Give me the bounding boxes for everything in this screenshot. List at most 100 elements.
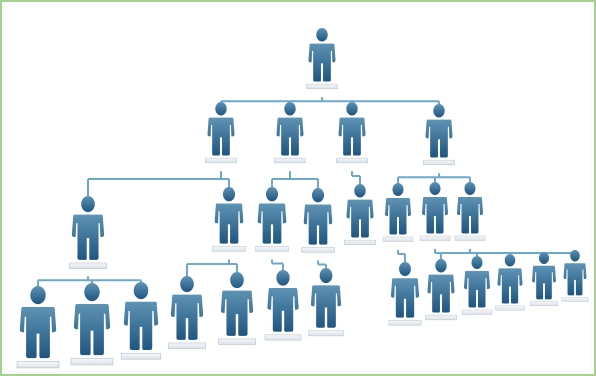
person-body	[338, 117, 366, 156]
person-icon	[70, 283, 114, 366]
person-body	[267, 288, 299, 332]
person-head	[435, 259, 447, 273]
person-icon	[382, 183, 414, 242]
person-body	[427, 274, 455, 313]
person-icon	[425, 259, 457, 321]
person-body	[497, 268, 523, 304]
nameplate	[70, 358, 114, 366]
person-body	[385, 198, 411, 235]
person-head	[354, 184, 366, 198]
person-head	[30, 286, 46, 305]
nameplate	[336, 157, 368, 164]
person-body	[214, 203, 244, 244]
person-body	[346, 199, 374, 238]
person-icon	[529, 252, 559, 307]
person-head	[504, 254, 516, 267]
nameplate	[419, 235, 451, 241]
nameplate	[425, 314, 457, 321]
nameplate	[388, 320, 422, 326]
person-icon	[561, 250, 589, 302]
nameplate	[461, 309, 493, 315]
nameplate	[454, 235, 486, 241]
person-icon	[461, 256, 493, 315]
person-head	[180, 276, 194, 293]
person-body	[310, 285, 342, 328]
person-icon	[264, 270, 302, 341]
nameplate	[218, 338, 256, 345]
person-body	[464, 271, 490, 308]
nameplate	[495, 305, 525, 311]
person-icon	[495, 254, 525, 311]
nameplate	[264, 334, 302, 341]
people-figures	[16, 28, 589, 369]
person-head	[429, 182, 441, 195]
person-icon	[274, 102, 306, 164]
nameplate	[212, 246, 246, 252]
person-icon	[423, 104, 455, 166]
person-icon	[16, 286, 60, 369]
person-body	[123, 301, 159, 350]
nameplate	[205, 157, 237, 164]
person-body	[422, 197, 448, 234]
person-body	[170, 294, 204, 340]
person-icon	[306, 28, 338, 90]
person-head	[319, 268, 333, 284]
person-body	[207, 117, 235, 156]
person-icon	[336, 102, 368, 164]
person-head	[265, 187, 279, 202]
nameplate	[16, 361, 60, 369]
person-icon	[301, 188, 335, 253]
person-head	[316, 28, 328, 42]
person-body	[532, 265, 556, 300]
person-head	[284, 102, 296, 116]
person-body	[303, 204, 333, 245]
nameplate	[529, 301, 559, 307]
nameplate	[382, 236, 414, 242]
person-head	[84, 283, 100, 302]
nameplate	[255, 246, 289, 252]
person-head	[464, 182, 476, 195]
nameplate	[308, 330, 344, 337]
person-body	[390, 278, 420, 318]
nameplate	[168, 342, 206, 349]
person-body	[308, 43, 336, 82]
nameplate	[274, 157, 306, 164]
person-icon	[168, 276, 206, 349]
nameplate	[561, 297, 589, 302]
nameplate	[344, 239, 376, 246]
person-body	[73, 304, 111, 356]
nameplate	[301, 247, 335, 253]
person-body	[457, 197, 483, 234]
person-body	[71, 214, 105, 260]
person-icon	[218, 272, 256, 345]
person-body	[220, 290, 254, 336]
nameplate	[69, 262, 107, 269]
person-icon	[120, 282, 162, 360]
person-icon	[308, 268, 344, 337]
person-head	[538, 252, 550, 264]
person-icon	[344, 184, 376, 246]
person-head	[81, 196, 95, 213]
person-head	[276, 270, 290, 286]
person-head	[311, 188, 325, 203]
nameplate	[120, 352, 162, 360]
person-head	[399, 262, 411, 277]
nameplate	[306, 83, 338, 90]
nameplate	[423, 159, 455, 166]
person-icon	[419, 182, 451, 241]
connector-lines	[37, 97, 576, 286]
person-head	[133, 282, 149, 300]
person-head	[215, 102, 227, 116]
person-body	[425, 119, 453, 158]
person-head	[433, 104, 445, 118]
person-body	[19, 307, 57, 359]
person-icon	[212, 187, 246, 252]
person-head	[222, 187, 236, 202]
person-head	[230, 272, 244, 289]
person-head	[570, 250, 580, 262]
person-icon	[454, 182, 486, 241]
person-body	[257, 203, 287, 244]
person-icon	[255, 187, 289, 252]
person-body	[276, 117, 304, 156]
